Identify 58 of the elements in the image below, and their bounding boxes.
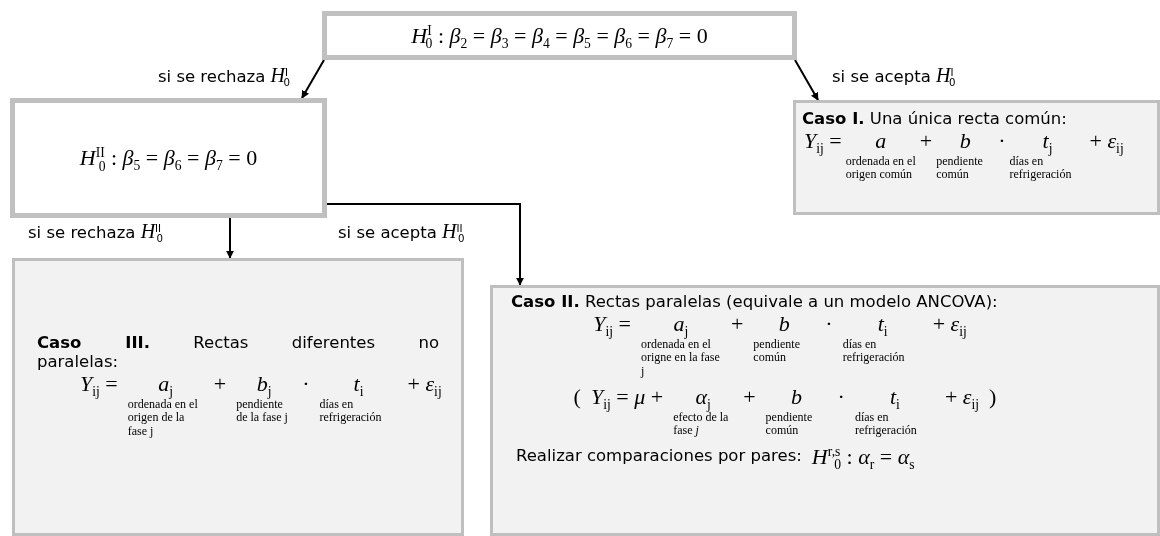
term-annotation: pendiente común [936,155,984,182]
hypothesis-box [10,98,327,218]
formula-term: + [743,383,756,410]
formula-term: + [213,371,227,397]
formula-term: Y$_{ij}$ = [80,371,118,397]
formula-term: a$_{j}$ [158,371,174,397]
formula-term: · [825,311,833,337]
formula-term: ( [573,383,581,410]
hypothesis-box [322,11,797,60]
term-annotation: efecto de la fase j [673,411,730,438]
arrow [326,203,524,286]
case-heading: Caso III. Rectas diferentes no paralelas: [37,333,439,371]
formula-term: + ε$_{ij}$ [407,371,442,397]
formula-term: a$_{j}$ [673,311,689,337]
term-annotation: días en refrigeración [319,398,383,425]
term-annotation: pendiente de la fase j [236,398,289,425]
formula-term: α$_{j}$ [695,383,711,410]
arrow [226,217,234,259]
term-annotation: pendiente común [753,338,801,365]
formula-term: t$_{j}$ [1042,128,1053,154]
formula-term: + ε$_{ij}$ [932,311,967,337]
term-annotation: días en refrigeración [1009,155,1073,182]
formula-term: Y$_{ij}$ = [593,311,631,337]
formula-term: + ε$_{ij}$ [1089,128,1124,154]
case-heading: Caso I. Una única recta común: [802,109,1068,128]
formula-term: + ε$_{ij}$ [944,383,980,410]
arrow [301,59,325,99]
formula-term: + [919,128,933,154]
formula-term: t$_{i}$ [877,311,888,337]
formula-term: b$_{j}$ [256,371,272,397]
formula-term: a [875,128,887,154]
case-box [793,100,1160,215]
term-annotation: ordenada en el origen común [845,155,916,182]
case-heading: Caso II. Rectas paralelas (equivale a un modelo ANCOVA): [511,292,999,311]
formula-term: b [791,383,803,410]
formula-term: ) [989,383,997,410]
instruction-text: Realizar comparaciones por pares: [516,446,802,466]
formula-term: b [778,311,790,337]
case-box [12,258,464,536]
term-annotation: pendiente común [765,411,814,438]
arrow [794,59,819,101]
formula-term: · [998,128,1006,154]
formula-term: · [302,371,310,397]
formula-term: t$_{i}$ [353,371,364,397]
formula-term: + [730,311,744,337]
formula-term: Y$_{ij}$ = μ + [590,383,664,410]
formula-term: b [959,128,971,154]
formula-term: H$^{r,s}$$_{0}$ : α$_{r}$ = α$_{s}$ [811,443,915,469]
term-annotation: días en refrigeración [854,411,918,438]
term-annotation: días en refrigeración [842,338,906,365]
case-box [490,285,1160,536]
formula-term: t$_{i}$ [889,383,900,410]
term-annotation: ordenada en el origen de la fase j [127,398,199,438]
formula-term: H$^{I}$$_{0}$ : β$_{2}$ = β$_{3}$ = β$_{4}$ = β$_{5}$ = β$_{6}$ = β$_{7}$ = 0 [411,22,708,49]
formula-term: · [837,383,845,410]
formula-term: H$^{II}$$_{0}$ : β$_{5}$ = β$_{6}$ = β$_{7}$ = 0 [79,145,258,171]
term-annotation: ordenada en el origne en la fase j [640,338,721,378]
formula-term: Y$_{ij}$ = [804,128,842,154]
